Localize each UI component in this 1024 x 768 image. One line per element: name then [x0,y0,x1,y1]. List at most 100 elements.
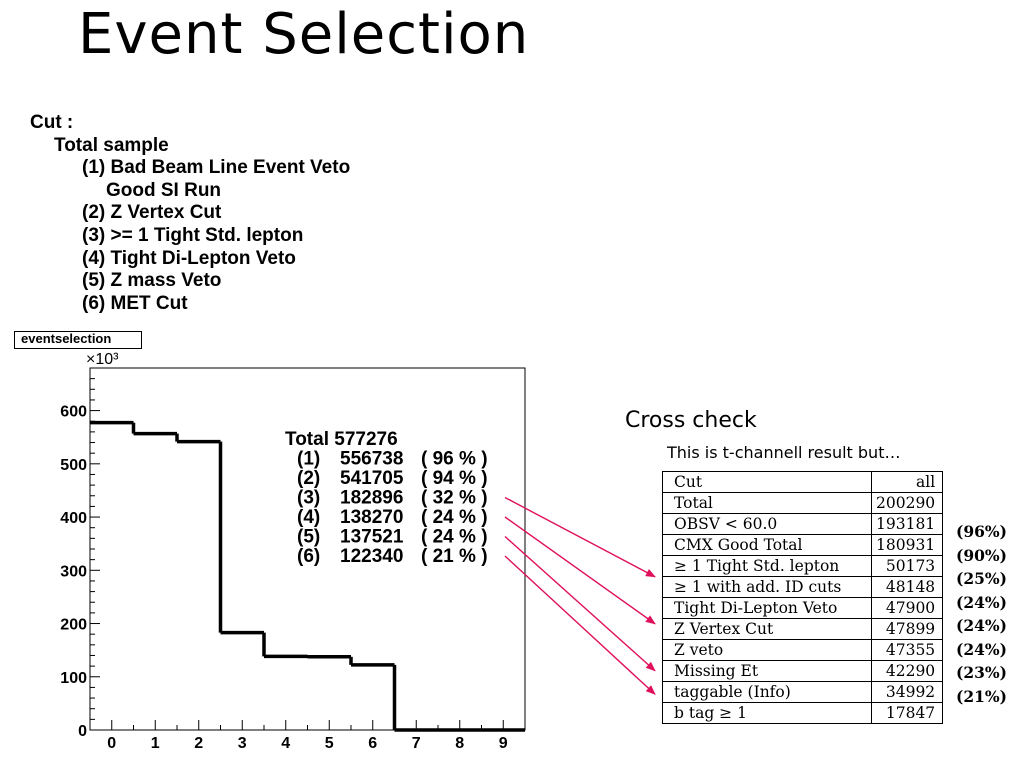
annotation-row-label: (4) [297,507,320,528]
header-cut: Cut [662,471,872,493]
row-value: 47900 [870,597,944,619]
pointer-arrow [504,555,656,695]
annotation-row-count: 556738 [340,449,403,470]
annotation-row-label: (1) [297,449,320,470]
row-value: 180931 [870,534,944,556]
x-tick-label: 8 [455,735,464,752]
row-percentage: (24%) [956,592,1007,612]
row-value: 42290 [870,660,944,682]
cross-check-title: Cross check [625,408,757,433]
x-tick-label: 0 [107,735,116,752]
annotation-row-pct: ( 94 % ) [421,468,488,489]
row-name: CMX Good Total [662,534,872,556]
row-percentage: (90%) [956,545,1007,565]
row-name: OBSV < 60.0 [662,513,872,535]
row-percentage: (21%) [956,686,1007,706]
annotation-row-label: (6) [297,546,320,567]
y-tick-label: 100 [60,670,87,687]
annotation-row-pct: ( 96 % ) [421,449,488,470]
row-value: 47899 [870,618,944,640]
row-value: 200290 [870,492,944,514]
x-tick-label: 3 [238,735,247,752]
annotation-row-count: 138270 [340,507,403,528]
x-tick-label: 7 [412,735,421,752]
pointer-arrow [504,496,656,578]
annotation-row-pct: ( 32 % ) [421,488,488,509]
x-tick-label: 2 [194,735,203,752]
x-tick-label: 9 [499,735,508,752]
y-tick-label: 200 [60,617,87,634]
cut-list: Cut : Total sample (1) Bad Beam Line Eve… [30,112,350,315]
row-percentage: (23%) [956,663,1007,682]
y-tick-label: 300 [60,563,87,580]
row-value: 193181 [870,513,944,535]
row-value: 34992 [870,681,944,703]
cross-check-percentages: (96%) (90%) (25%) (24%) (24%) (24%) (23%… [956,520,1007,708]
row-name: taggable (Info) [662,681,872,703]
x-tick-label: 5 [325,735,334,752]
cross-check-subtitle: This is t-channell result but… [667,443,901,462]
row-percentage: (96%) [956,522,1007,541]
y-tick-label: 0 [78,723,87,740]
annotation-total: Total 577276 [285,429,398,450]
y-multiplier-label: ×10³ [86,351,119,368]
row-name: Z veto [662,639,872,661]
slide-title: Event Selection [78,2,530,67]
table-row: taggable (Info)34992 [662,681,944,703]
cut-item: (6) MET Cut [82,292,188,314]
annotation-row-pct: ( 21 % ) [421,546,488,567]
row-name: Missing Et [662,660,872,682]
row-name: b tag ≥ 1 [662,702,872,724]
annotation-row-count: 122340 [340,546,403,567]
row-name: Total [662,492,872,514]
histogram-title: eventselection [14,331,142,349]
row-name: ≥ 1 with add. ID cuts [662,576,872,598]
annotation-row-pct: ( 24 % ) [421,507,488,528]
x-tick-label: 4 [281,735,290,752]
row-name: Tight Di-Lepton Veto [662,597,872,619]
annotation-row-label: (2) [297,468,320,489]
row-percentage: (24%) [956,616,1007,635]
annotation-row-pct: ( 24 % ) [421,527,488,548]
cut-item: (5) Z mass Veto [82,270,222,292]
pointer-arrow [504,535,656,672]
row-percentage: (25%) [956,569,1007,588]
annotation-row-count: 182896 [340,488,403,509]
y-tick-label: 400 [60,510,87,527]
cut-item: Good SI Run [106,179,222,201]
annotation-row-count: 137521 [340,527,404,548]
row-value: 47355 [870,639,944,661]
annotation-row-label: (3) [297,488,320,509]
y-tick-label: 500 [60,457,87,474]
x-tick-label: 6 [368,735,377,752]
annotation-row-count: 541705 [340,468,404,489]
cut-list-heading: Cut : [30,112,74,133]
x-tick-label: 1 [151,735,160,752]
cut-item: (3) >= 1 Tight Std. lepton [82,224,304,246]
row-value: 48148 [870,576,944,598]
cut-item: Total sample [54,134,169,156]
row-value: 17847 [870,702,944,724]
row-name: Z Vertex Cut [662,618,872,640]
pointer-arrow [504,516,656,625]
row-name: ≥ 1 Tight Std. lepton [662,555,872,577]
row-value: 50173 [870,555,944,577]
cut-item: (1) Bad Beam Line Event Veto [82,157,351,179]
row-percentage: (24%) [956,639,1007,659]
cut-item: (2) Z Vertex Cut [82,202,222,224]
table-header-row: Cut all [662,471,944,493]
annotation-row-label: (5) [297,527,320,548]
header-all: all [870,471,944,493]
y-tick-label: 600 [60,404,87,421]
